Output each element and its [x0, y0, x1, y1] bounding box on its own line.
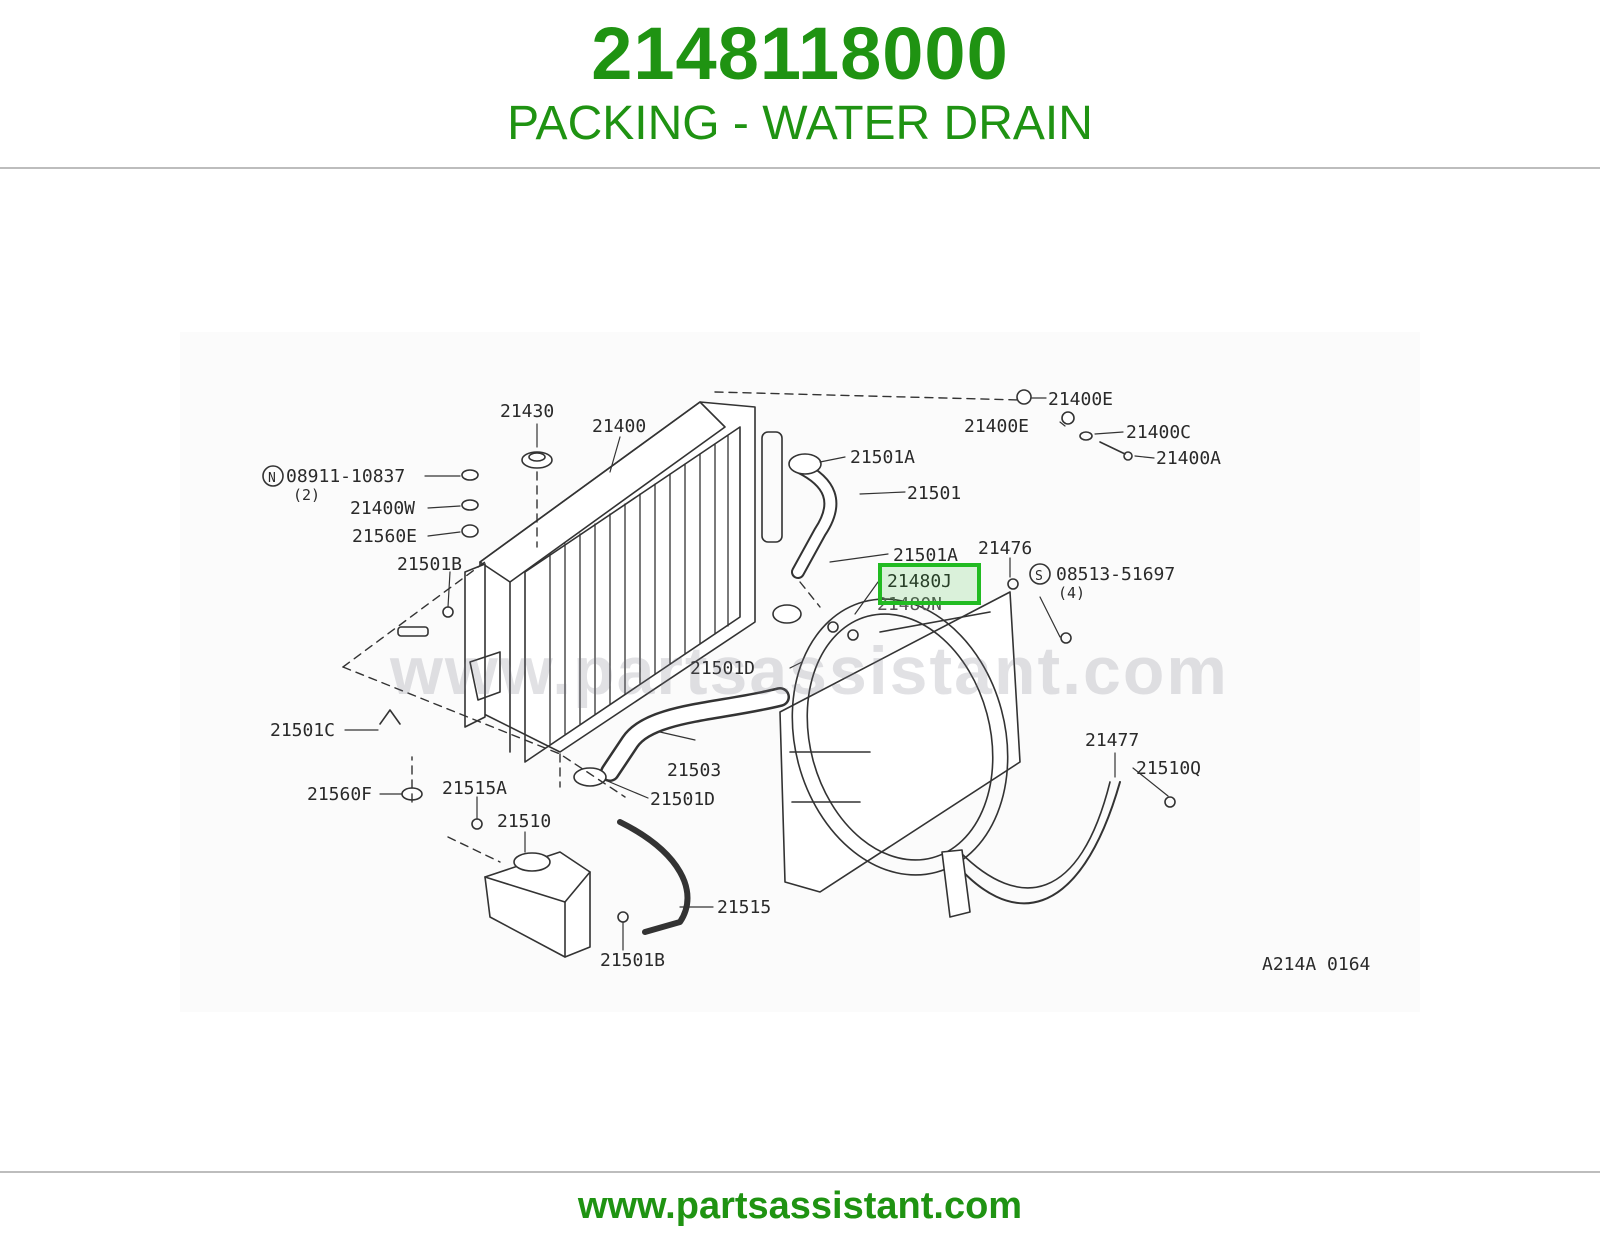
- highlighted-part-box: [878, 563, 981, 605]
- part-number-title: 2148118000: [591, 12, 1009, 95]
- watermark: www.partsassistant.com: [390, 633, 1229, 709]
- exploded-parts-diagram: 21430 21400 N 08911-10837 (2) 21400W 215…: [180, 332, 1420, 1012]
- callout-21430: 21430: [500, 401, 554, 422]
- footer-divider: [0, 1171, 1600, 1173]
- callout-21400w: 21400W: [350, 498, 415, 519]
- callout-21476: 21476: [978, 538, 1032, 559]
- callout-21560e: 21560E: [352, 526, 417, 547]
- part-description: PACKING - WATER DRAIN: [507, 97, 1093, 150]
- figure-code: A214A 0164: [1262, 954, 1370, 975]
- lower-shroud: [941, 781, 1121, 918]
- callout-21560f: 21560F: [307, 784, 372, 805]
- radiator-cap: [521, 451, 553, 469]
- callout-21400a: 21400A: [1156, 448, 1221, 469]
- leader-lines: [344, 397, 1169, 951]
- n-symbol-letter: N: [268, 471, 276, 486]
- lower-hose: [573, 687, 790, 787]
- reservoir-hose: [617, 819, 691, 935]
- callout-21400e-mid: 21400E: [964, 416, 1029, 437]
- callout-21501: 21501: [907, 483, 961, 504]
- callout-21501b-bottom: 21501B: [600, 950, 665, 971]
- callout-21501b-top: 21501B: [397, 554, 462, 575]
- fan-shroud: [779, 591, 1021, 893]
- callout-21503: 21503: [667, 760, 721, 781]
- callout-21400c: 21400C: [1126, 422, 1191, 443]
- upper-hose: [772, 453, 838, 624]
- n-symbol-icon: [262, 465, 284, 487]
- callout-21515: 21515: [717, 897, 771, 918]
- callout-21510: 21510: [497, 811, 551, 832]
- diagram-drawing: 21430 21400 N 08911-10837 (2) 21400W 215…: [262, 389, 1370, 975]
- footer-website-link[interactable]: www.partsassistant.com: [577, 1185, 1023, 1227]
- callout-21501c: 21501C: [270, 720, 335, 741]
- assembly-guidelines: [342, 391, 1021, 863]
- callout-08911-10837: 08911-10837: [286, 466, 405, 487]
- callout-21501a-top: 21501A: [850, 447, 915, 468]
- s-symbol-letter: S: [1035, 569, 1043, 584]
- callout-labels: 21430 21400 N 08911-10837 (2) 21400W 215…: [268, 389, 1370, 975]
- radiator: [464, 401, 783, 763]
- callout-21515a: 21515A: [442, 778, 507, 799]
- callout-21400: 21400: [592, 416, 646, 437]
- callout-08513-51697: 08513-51697: [1056, 564, 1175, 585]
- header-divider: [0, 167, 1600, 169]
- callout-21501d-mid: 21501D: [690, 658, 755, 679]
- reservoir-tank: [484, 851, 591, 958]
- callout-08911-qty: (2): [293, 486, 320, 504]
- callout-21510q: 21510Q: [1136, 758, 1201, 779]
- callout-08513-qty: (4): [1058, 584, 1085, 602]
- callout-21501a-mid: 21501A: [893, 545, 958, 566]
- callout-21480j: 21480J: [887, 571, 952, 592]
- callout-21400e-top: 21400E: [1048, 389, 1113, 410]
- callout-21501d-lower: 21501D: [650, 789, 715, 810]
- page-header: 2148118000 PACKING - WATER DRAIN: [0, 0, 1600, 168]
- callout-21477: 21477: [1085, 730, 1139, 751]
- s-symbol-icon: [1029, 563, 1051, 585]
